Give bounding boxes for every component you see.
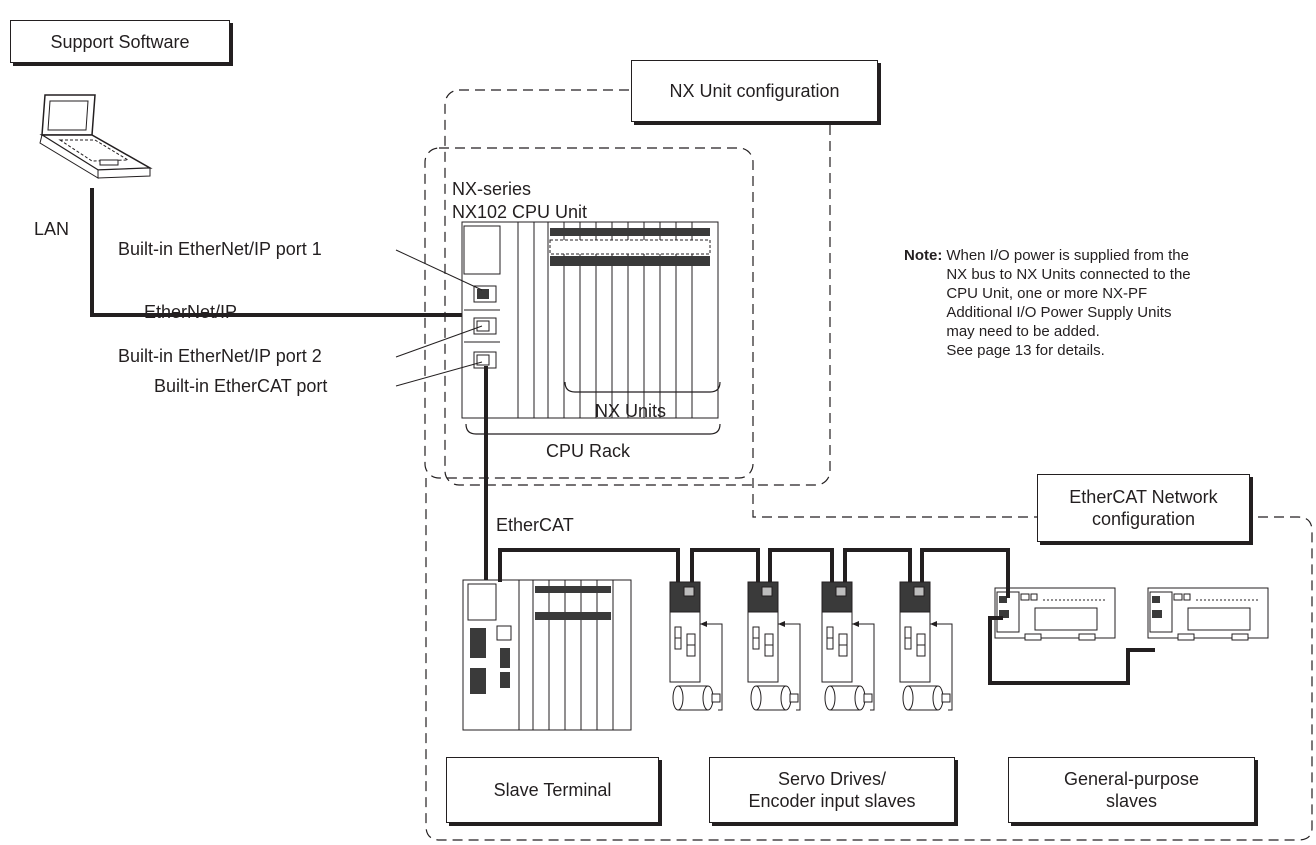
note-line-5: may need to be added. — [946, 323, 1100, 340]
ethercat-network-config-line2: configuration — [1091, 509, 1196, 529]
general-purpose-slave-1 — [994, 587, 1116, 641]
port1-leader — [395, 249, 483, 291]
ethercat-port-leader — [395, 361, 483, 387]
servo-drive-2 — [747, 581, 801, 711]
port1-label: Built-in EtherNet/IP port 1 — [118, 239, 322, 259]
note-label: Note: — [904, 247, 943, 264]
cpu-series-label: NX-series — [452, 179, 532, 199]
support-software-label: Support Software — [50, 31, 190, 52]
note-block: Note: When I/O power is supplied from th… — [904, 246, 1191, 360]
slave-terminal-label: Slave Terminal — [493, 780, 612, 800]
general-purpose-line2: slaves — [1105, 791, 1158, 811]
nx-unit-config-box: NX Unit configuration — [631, 60, 878, 122]
ethercat-network-config-box: EtherCAT Network configuration — [1037, 474, 1250, 542]
port2-label: Built-in EtherNet/IP port 2 — [118, 346, 322, 366]
note-line-1: When I/O power is supplied from the — [946, 247, 1189, 264]
laptop-icon — [39, 94, 153, 179]
ethernet-ip-label: EtherNet/IP — [144, 302, 238, 322]
ethercat-label: EtherCAT — [496, 515, 574, 535]
servo-drives-line1: Servo Drives/ — [777, 769, 887, 789]
note-line-3: CPU Unit, one or more NX-PF — [946, 285, 1148, 302]
support-software-box: Support Software — [10, 20, 230, 63]
servo-drive-4 — [899, 581, 953, 711]
cpu-rack-bracket — [465, 423, 721, 435]
slave-terminal-drawing — [462, 579, 632, 731]
cpu-unit-outline — [424, 147, 754, 479]
cpu-rack-drawing — [461, 221, 719, 419]
servo-drive-1 — [669, 581, 723, 711]
ethercat-network-config-line1: EtherCAT Network — [1069, 487, 1218, 507]
ethercat-port-label: Built-in EtherCAT port — [154, 376, 328, 396]
general-purpose-line1: General-purpose — [1063, 769, 1200, 789]
general-purpose-box: General-purpose slaves — [1008, 757, 1255, 823]
ethercat-daisy-chain — [498, 548, 1155, 685]
nx-units-bracket — [564, 381, 721, 393]
note-line-6: See page 13 for details. — [946, 342, 1105, 359]
nx-units-label: NX Units — [595, 401, 667, 421]
note-text: When I/O power is supplied from the NX b… — [946, 246, 1190, 360]
note-line-4: Additional I/O Power Supply Units — [946, 304, 1172, 321]
general-purpose-slave-2 — [1147, 587, 1269, 641]
ethercat-network-outline — [425, 478, 1313, 841]
cpu-model-label: NX102 CPU Unit — [452, 202, 588, 222]
cpu-rack-label: CPU Rack — [546, 441, 631, 461]
servo-drives-line2: Encoder input slaves — [748, 791, 916, 811]
lan-label: LAN — [34, 219, 70, 239]
port2-leader — [395, 325, 483, 358]
servo-drives-box: Servo Drives/ Encoder input slaves — [709, 757, 955, 823]
slave-terminal-box: Slave Terminal — [446, 757, 659, 823]
note-line-2: NX bus to NX Units connected to the — [946, 266, 1191, 283]
servo-drive-3 — [821, 581, 875, 711]
nx-unit-config-label: NX Unit configuration — [669, 81, 840, 101]
